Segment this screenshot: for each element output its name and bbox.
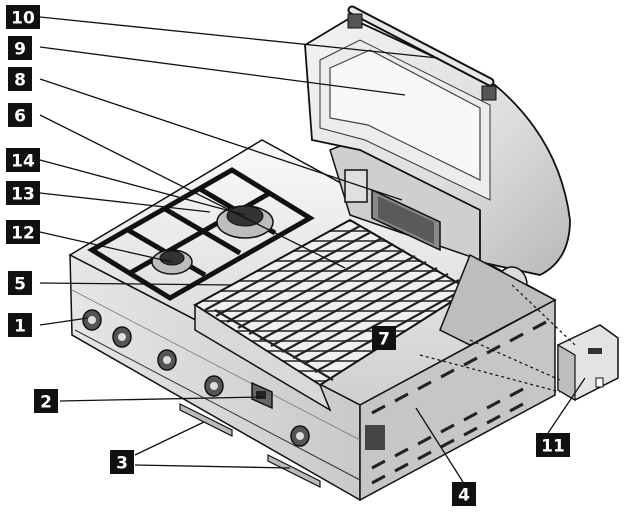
callout-badges: 10 9 8 6 14 13 12 5 (6, 5, 570, 506)
callout-2: 2 (34, 389, 58, 413)
callout-1: 1 (8, 313, 32, 337)
rotisserie-bracket (344, 169, 368, 203)
callout-14: 14 (6, 148, 40, 172)
svg-text:7: 7 (378, 330, 390, 350)
svg-text:6: 6 (14, 107, 26, 127)
ignition-switch[interactable] (251, 381, 273, 410)
callout-8: 8 (8, 67, 32, 91)
svg-text:1: 1 (14, 317, 26, 337)
svg-text:9: 9 (14, 40, 26, 60)
lid-window (329, 49, 481, 181)
knob-3[interactable] (157, 349, 177, 371)
knob-5[interactable] (290, 425, 310, 447)
side-burner-large (216, 205, 274, 239)
side-vents (371, 320, 547, 485)
callout-9: 9 (8, 36, 32, 60)
svg-text:10: 10 (11, 9, 35, 29)
svg-text:5: 5 (14, 275, 26, 295)
drawer-handles[interactable] (179, 403, 321, 488)
callout-3: 3 (110, 450, 134, 474)
callout-5: 5 (8, 271, 32, 295)
rear-burner (371, 188, 441, 252)
callout-6: 6 (8, 103, 32, 127)
callout-13: 13 (6, 181, 40, 205)
leader-lines (39, 16, 586, 483)
knob-2[interactable] (112, 326, 132, 348)
grill-hood (304, 5, 571, 346)
svg-text:2: 2 (40, 393, 52, 413)
rotisserie-motor (419, 284, 619, 402)
callout-12: 12 (6, 220, 40, 244)
svg-text:11: 11 (541, 437, 565, 457)
svg-text:8: 8 (14, 71, 26, 91)
front-grille (365, 425, 385, 450)
control-knobs (82, 309, 310, 447)
knob-4[interactable] (204, 375, 224, 397)
knob-1[interactable] (82, 309, 102, 331)
svg-text:4: 4 (458, 486, 470, 506)
callout-10: 10 (6, 5, 40, 29)
grease-tray (194, 303, 332, 412)
lid-handle[interactable] (347, 5, 497, 101)
callout-4: 4 (452, 482, 476, 506)
svg-text:13: 13 (11, 185, 35, 205)
callout-7: 7 (372, 326, 396, 350)
callout-11: 11 (536, 433, 570, 457)
svg-text:3: 3 (116, 454, 128, 474)
svg-text:12: 12 (11, 224, 35, 244)
svg-text:14: 14 (11, 152, 35, 172)
